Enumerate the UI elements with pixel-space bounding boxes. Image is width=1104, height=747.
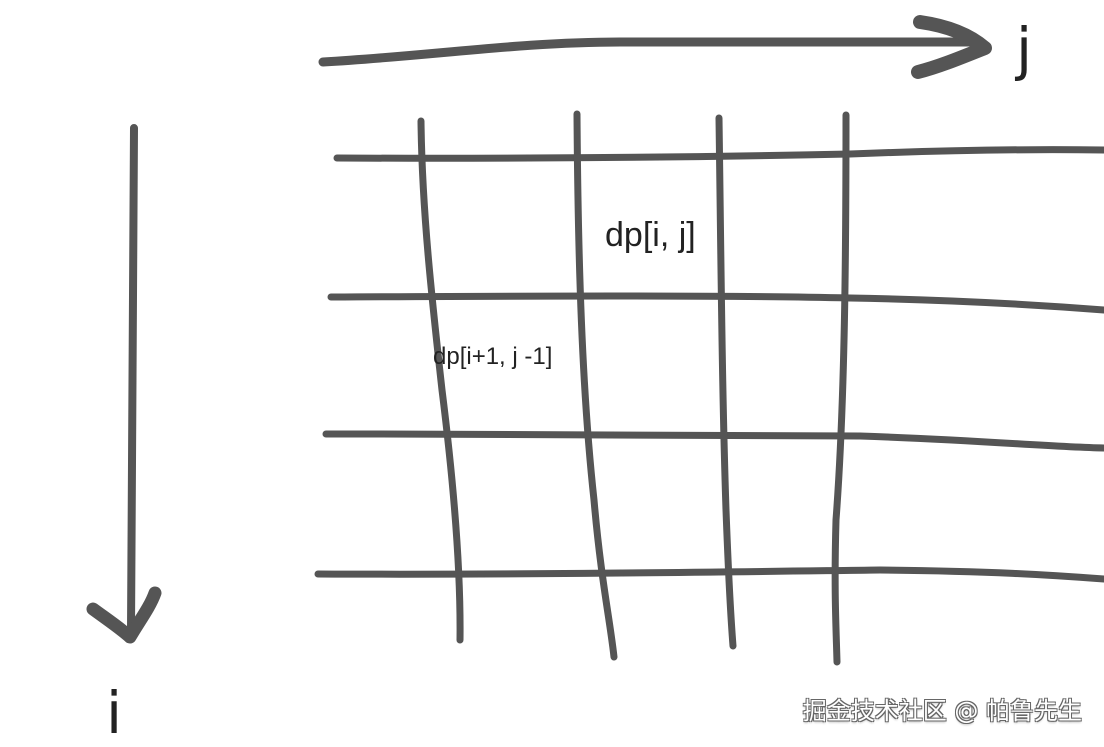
grid-row-3 bbox=[322, 430, 1104, 452]
grid-col-4 bbox=[831, 111, 850, 666]
i-axis-arrow-line bbox=[127, 124, 138, 634]
axis-label-j: j bbox=[1016, 15, 1033, 83]
watermark-text: 掘金技术社区 @ 帕鲁先生 bbox=[802, 697, 1082, 725]
grid-col-1 bbox=[417, 117, 464, 644]
i-axis-arrow-head bbox=[86, 586, 162, 644]
j-axis-arrow-head bbox=[911, 15, 992, 79]
grid-col-3 bbox=[715, 114, 737, 650]
grid-row-2 bbox=[327, 292, 1104, 314]
cell-label-dp-i-j: dp[i, j] bbox=[605, 216, 696, 254]
grid-col-2 bbox=[573, 110, 618, 661]
grid-row-1 bbox=[333, 146, 1104, 162]
j-axis-arrow-line bbox=[318, 37, 985, 67]
grid-row-4 bbox=[314, 566, 1104, 583]
axis-label-i: i bbox=[106, 679, 123, 747]
cell-label-dp-i-plus-1-j-minus-1: dp[i+1, j -1] bbox=[433, 343, 553, 370]
